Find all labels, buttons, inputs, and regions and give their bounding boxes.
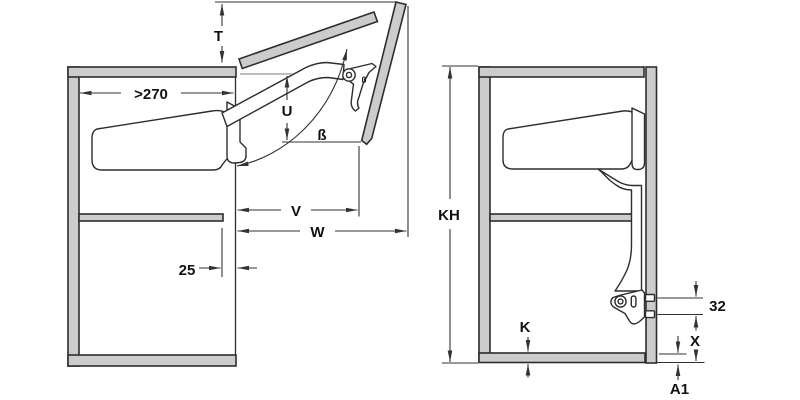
lift-mechanism-body xyxy=(91,109,232,171)
dim-label-V: V xyxy=(291,203,301,220)
door-closed xyxy=(645,66,658,364)
fixing-screw-lower xyxy=(644,310,656,319)
right-view-closed-position: KH K 32 X A1 xyxy=(438,65,726,398)
dim-label-U: U xyxy=(282,103,293,120)
left-view-open-position: ß T >270 U ß V W 25 xyxy=(67,1,409,367)
door-flap-vertical xyxy=(360,1,407,146)
mechanism-front-bracket-right xyxy=(631,107,646,171)
left-top-panel xyxy=(67,66,237,78)
dim-label-W: W xyxy=(310,224,325,241)
left-shelf xyxy=(78,213,224,222)
dim-label-T: T xyxy=(214,28,223,45)
dim-label-32: 32 xyxy=(709,298,726,315)
bracket-angle-label: ß xyxy=(362,76,367,85)
left-bottom-panel xyxy=(67,354,237,367)
arm-pivot-pin-right xyxy=(617,298,624,305)
door-mounting-bracket-right xyxy=(610,289,646,325)
right-back-panel xyxy=(478,66,491,363)
opening-angle-arc xyxy=(236,48,348,167)
dim-label-setback: 25 xyxy=(179,262,196,279)
lift-arm-folded xyxy=(597,168,643,292)
right-bottom-panel xyxy=(478,352,646,364)
dim-label-min-depth: >270 xyxy=(134,86,168,103)
bracket-slot xyxy=(630,295,637,308)
dim-label-KH: KH xyxy=(438,207,460,224)
dim-label-X: X xyxy=(690,333,700,350)
arm-pivot-pin xyxy=(345,71,353,79)
left-back-panel xyxy=(67,66,80,367)
lift-mechanism-body-right xyxy=(502,110,639,170)
door-flap-angled xyxy=(237,10,379,70)
dim-label-A1: A1 xyxy=(670,381,689,398)
right-shelf xyxy=(489,213,634,222)
right-top-panel xyxy=(478,66,645,78)
dim-label-angle: ß xyxy=(317,127,326,144)
fixing-screw-upper xyxy=(644,293,656,303)
dim-label-K: K xyxy=(520,319,531,336)
